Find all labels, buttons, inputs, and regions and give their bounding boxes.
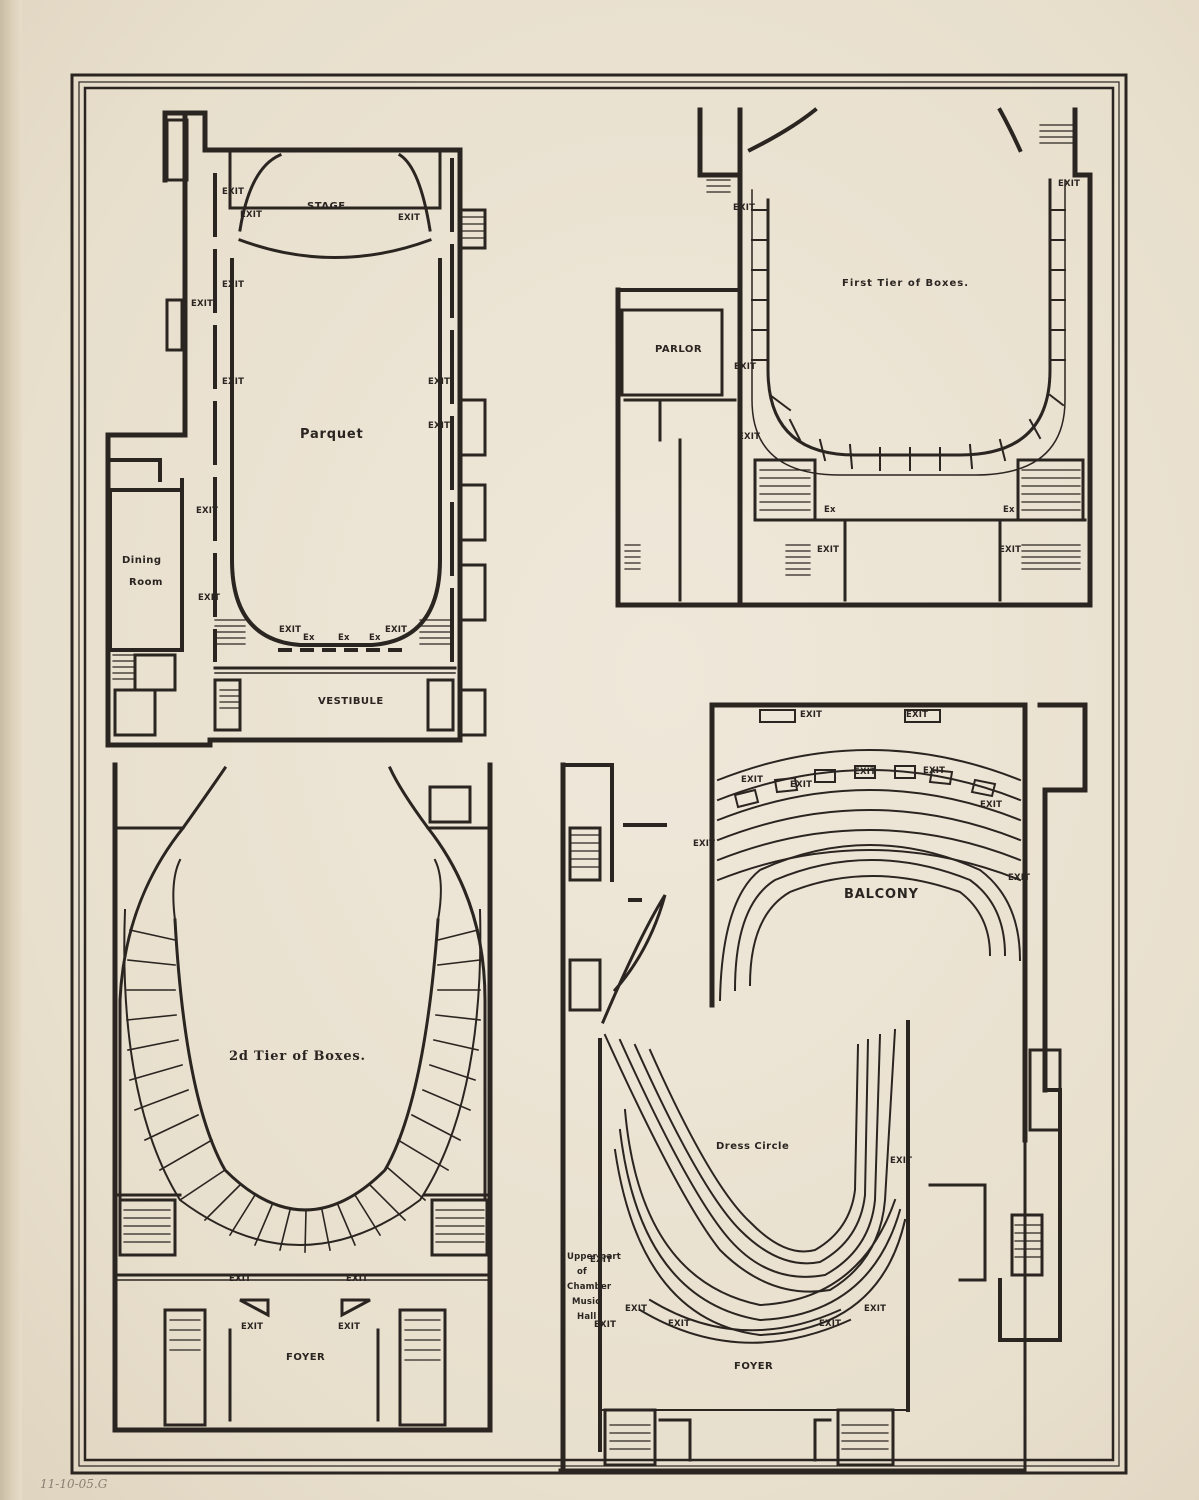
ex-label: Ex: [1003, 505, 1015, 515]
exit-label: EXIT: [241, 1322, 264, 1332]
exit-label: EXIT: [733, 203, 756, 213]
exit-label: EXIT: [229, 1274, 252, 1284]
chamber-note-line1: Upper part: [567, 1252, 622, 1262]
exit-label: EXIT: [890, 1156, 913, 1166]
binding-spine: [0, 0, 22, 1500]
balcony-plan: [558, 702, 1088, 1473]
balcony-title: BALCONY: [844, 887, 919, 902]
exit-label: EXIT: [734, 362, 757, 372]
foyer-label: FOYER: [734, 1361, 774, 1372]
ex-label: Ex: [824, 505, 836, 515]
exit-label: EXIT: [999, 545, 1022, 555]
exit-label: EXIT: [222, 377, 245, 387]
exit-label: EXIT: [594, 1320, 617, 1330]
exit-label: EXIT: [625, 1304, 648, 1314]
exit-label: EXIT: [819, 1319, 842, 1329]
exit-label: EXIT: [923, 766, 946, 776]
exit-label: EXIT: [428, 377, 451, 387]
exit-label: EXIT: [741, 775, 764, 785]
ex-label: Ex: [303, 633, 315, 643]
exit-label: EXIT: [864, 1304, 887, 1314]
exit-label: EXIT: [590, 1255, 613, 1265]
chamber-note-line2: of: [577, 1267, 587, 1277]
ex-label: Ex: [369, 633, 381, 643]
exit-label: EXIT: [240, 210, 263, 220]
chamber-note-line4: Music: [572, 1297, 601, 1307]
chamber-note-line3: Chamber: [567, 1282, 612, 1292]
exit-label: EXIT: [398, 213, 421, 223]
first-tier-plan: [615, 107, 1093, 608]
exit-label: EXIT: [738, 432, 761, 442]
page-border: [70, 73, 1128, 1475]
exit-label: EXIT: [385, 625, 408, 635]
dining-label-line1: Dining: [122, 555, 162, 566]
parquet-plan: [105, 110, 487, 748]
vestibule-label: VESTIBULE: [318, 696, 384, 707]
stage-label: STAGE: [307, 201, 346, 212]
exit-label: EXIT: [800, 710, 823, 720]
exit-label: EXIT: [854, 767, 877, 777]
exit-label: EXIT: [790, 780, 813, 790]
exit-label: EXIT: [693, 839, 716, 849]
exit-label: EXIT: [222, 280, 245, 290]
exit-label: EXIT: [906, 710, 929, 720]
second-tier-title: 2d Tier of Boxes.: [229, 1049, 366, 1064]
parlor-label: PARLOR: [655, 344, 703, 355]
foyer-label: FOYER: [286, 1352, 326, 1363]
exit-label: EXIT: [338, 1322, 361, 1332]
exit-label: EXIT: [668, 1319, 691, 1329]
parquet-title: Parquet: [300, 427, 364, 442]
exit-label: EXIT: [1058, 179, 1081, 189]
exit-label: EXIT: [222, 187, 245, 197]
exit-label: EXIT: [191, 299, 214, 309]
ex-label: Ex: [338, 633, 350, 643]
archive-handwritten-note: 11-10-05.G: [40, 1477, 108, 1491]
exit-label: EXIT: [279, 625, 302, 635]
exit-label: EXIT: [198, 593, 221, 603]
exit-label: EXIT: [346, 1274, 369, 1284]
exit-label: EXIT: [980, 800, 1003, 810]
dining-label-line2: Room: [129, 577, 163, 588]
exit-label: EXIT: [1008, 873, 1031, 883]
first-tier-title: First Tier of Boxes.: [842, 278, 970, 289]
dress-circle-label: Dress Circle: [716, 1141, 790, 1152]
exit-label: EXIT: [428, 421, 451, 431]
exit-label: EXIT: [817, 545, 840, 555]
second-tier-plan: [112, 762, 493, 1433]
exit-label: EXIT: [196, 506, 219, 516]
chamber-note-line5: Hall: [577, 1312, 597, 1322]
